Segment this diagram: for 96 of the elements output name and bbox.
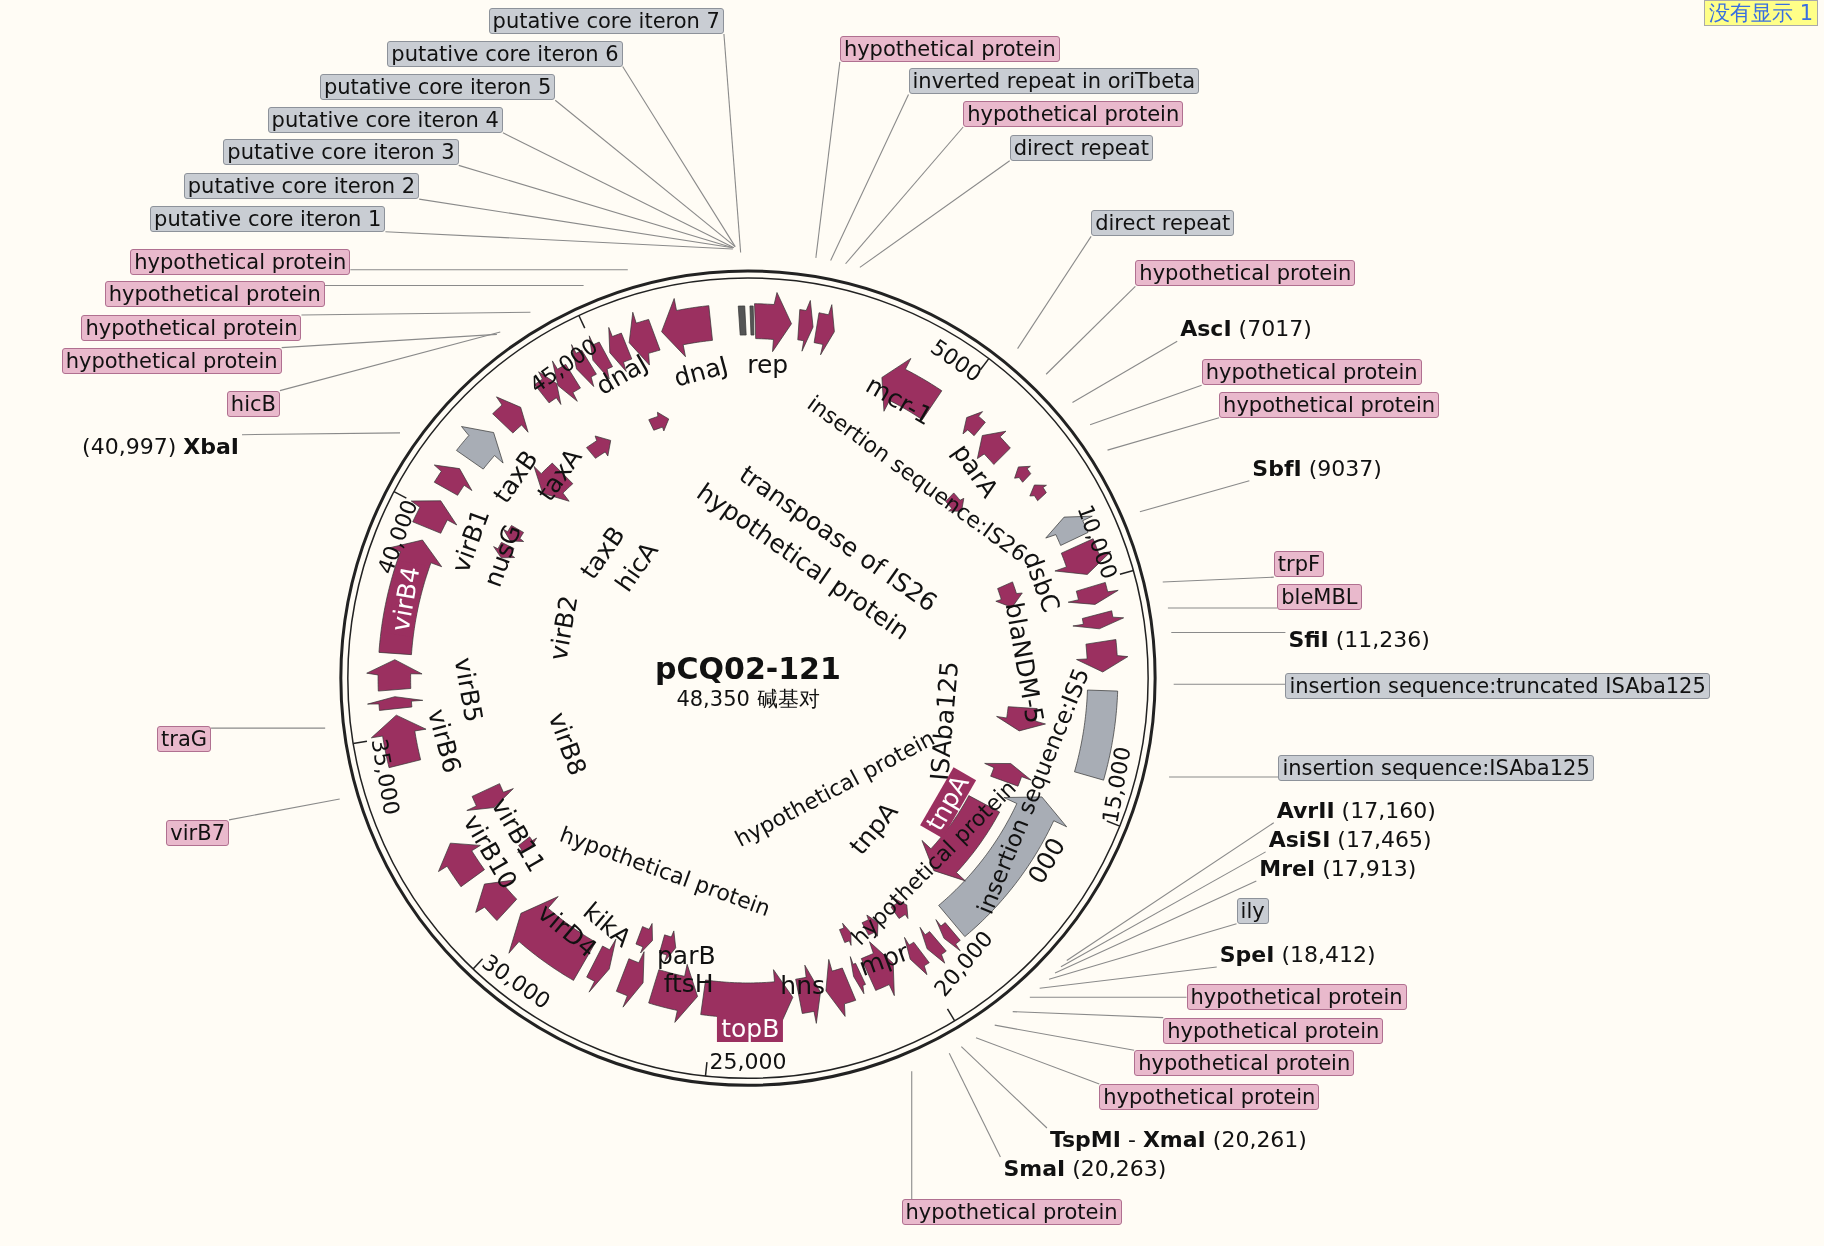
leader-line [1089, 384, 1203, 426]
feature-tag: ily [1236, 897, 1269, 924]
feature-tag: putative core iteron 4 [267, 106, 503, 133]
leader-line [911, 1070, 913, 1200]
leader-line [960, 1046, 1048, 1129]
leader-line [349, 269, 629, 271]
leader-line [1012, 1011, 1164, 1019]
leader-line [815, 61, 841, 259]
feature-tag: direct repeat [1009, 134, 1153, 161]
feature-tag: putative core iteron 7 [488, 7, 724, 34]
gene-tag: hypothetical protein [1186, 983, 1407, 1010]
leader-line [1039, 966, 1218, 989]
leader-line [1060, 851, 1267, 968]
feature-tag: insertion sequence:ISAba125 [1278, 754, 1594, 781]
leader-line [279, 331, 501, 392]
plasmid-name: pCQ02-121 [655, 654, 841, 683]
feature-tag: inverted repeat in oriTbeta [908, 68, 1200, 95]
position-tick-label: 15,000 [1096, 744, 1137, 826]
gene-tag: traG [157, 725, 212, 752]
leader-line [948, 1052, 1001, 1158]
leader-line [1017, 235, 1092, 350]
gene-tag: hypothetical protein [1163, 1017, 1384, 1044]
leader-line [300, 311, 531, 316]
leader-line [1162, 576, 1275, 583]
enzyme-site-label: AscI (7017) [1177, 317, 1315, 342]
feature-label: topB [717, 1016, 784, 1043]
feature-label: dnaJ [671, 351, 732, 393]
gene-tag: hypothetical protein [1135, 260, 1356, 287]
leader-line [859, 160, 1011, 268]
gene-tag: hypothetical protein [81, 315, 302, 342]
leader-line [1029, 996, 1188, 998]
feature-label: virB8 [542, 709, 591, 780]
leader-line [723, 33, 742, 254]
leader-line [458, 164, 734, 249]
feature-label: virB2 [544, 593, 584, 663]
leader-line [1168, 776, 1279, 778]
leader-line [554, 99, 736, 248]
feature-tag: putative core iteron 2 [183, 173, 420, 200]
enzyme-site-label: (40,997) XbaI [79, 434, 242, 459]
leader-line [1173, 683, 1286, 685]
leader-line [281, 333, 498, 349]
feature-tag: putative core iteron 3 [223, 139, 459, 166]
leader-line [228, 798, 341, 821]
gene-tag: hypothetical protein [839, 35, 1060, 62]
gene-tag: hypothetical protein [61, 347, 282, 374]
leader-line [384, 231, 734, 250]
leader-line [622, 65, 736, 248]
gene-tag: hypothetical protein [130, 248, 351, 275]
position-tick-label: 35,000 [365, 736, 406, 818]
enzyme-site-label: AsiSI (17,465) [1265, 827, 1435, 852]
leader-line [830, 93, 910, 262]
plasmid-size: 48,350 碱基对 [676, 686, 820, 714]
leader-line [324, 284, 585, 286]
enzyme-site-label: SbfI (9037) [1249, 456, 1385, 481]
leader-line [210, 727, 326, 729]
feature-tag: insertion sequence:truncated ISAba125 [1285, 673, 1710, 700]
gene-tag: hypothetical protein [963, 101, 1184, 127]
leader-line [1167, 607, 1278, 609]
enzyme-site-label: SmaI (20,263) [1000, 1157, 1170, 1182]
enzyme-site-label: SfiI (11,236) [1285, 627, 1433, 652]
gene-tag: hypothetical protein [1219, 391, 1440, 418]
leader-line [1106, 417, 1220, 451]
feature-tag: putative core iteron 1 [150, 205, 386, 232]
leader-line [502, 132, 735, 249]
gene-tag: hicB [226, 390, 280, 417]
leader-line [1139, 480, 1250, 513]
leader-line [1066, 822, 1275, 961]
feature-tag: direct repeat [1091, 210, 1235, 237]
enzyme-site-label: SpeI (18,412) [1216, 943, 1379, 968]
leader-line [418, 198, 734, 249]
gene-tag: hypothetical protein [901, 1199, 1122, 1226]
feature-tag: putative core iteron 5 [319, 74, 556, 101]
leader-line [1170, 631, 1286, 634]
gene-tag: hypothetical protein [104, 281, 325, 308]
gene-tag: hypothetical protein [1134, 1050, 1355, 1077]
enzyme-site-label: MreI (17,913) [1256, 856, 1420, 881]
gene-tag: trpF [1273, 551, 1325, 578]
gene-tag: virB7 [166, 819, 229, 846]
leader-line [845, 126, 964, 265]
leader-line [241, 432, 401, 436]
feature-tag: putative core iteron 6 [387, 40, 623, 67]
gene-tag: bleMBL [1277, 583, 1362, 610]
gene-tag: hypothetical protein [1099, 1083, 1320, 1110]
leader-line [1045, 285, 1136, 375]
feature-label: parB [657, 942, 716, 971]
enzyme-site-label: AvrII (17,160) [1273, 798, 1439, 823]
status-badge: 没有显示 1 [1703, 0, 1818, 26]
leader-line [994, 1024, 1135, 1051]
feature-label: rep [747, 351, 789, 380]
leader-line [1048, 923, 1238, 980]
leader-line [975, 1037, 1100, 1085]
gene-tag: hypothetical protein [1201, 359, 1422, 386]
leader-line [1071, 340, 1178, 404]
position-tick-label: 25,000 [709, 1048, 787, 1077]
leader-line [1054, 880, 1257, 974]
enzyme-site-label: TspMI - XmaI (20,261) [1046, 1128, 1310, 1152]
